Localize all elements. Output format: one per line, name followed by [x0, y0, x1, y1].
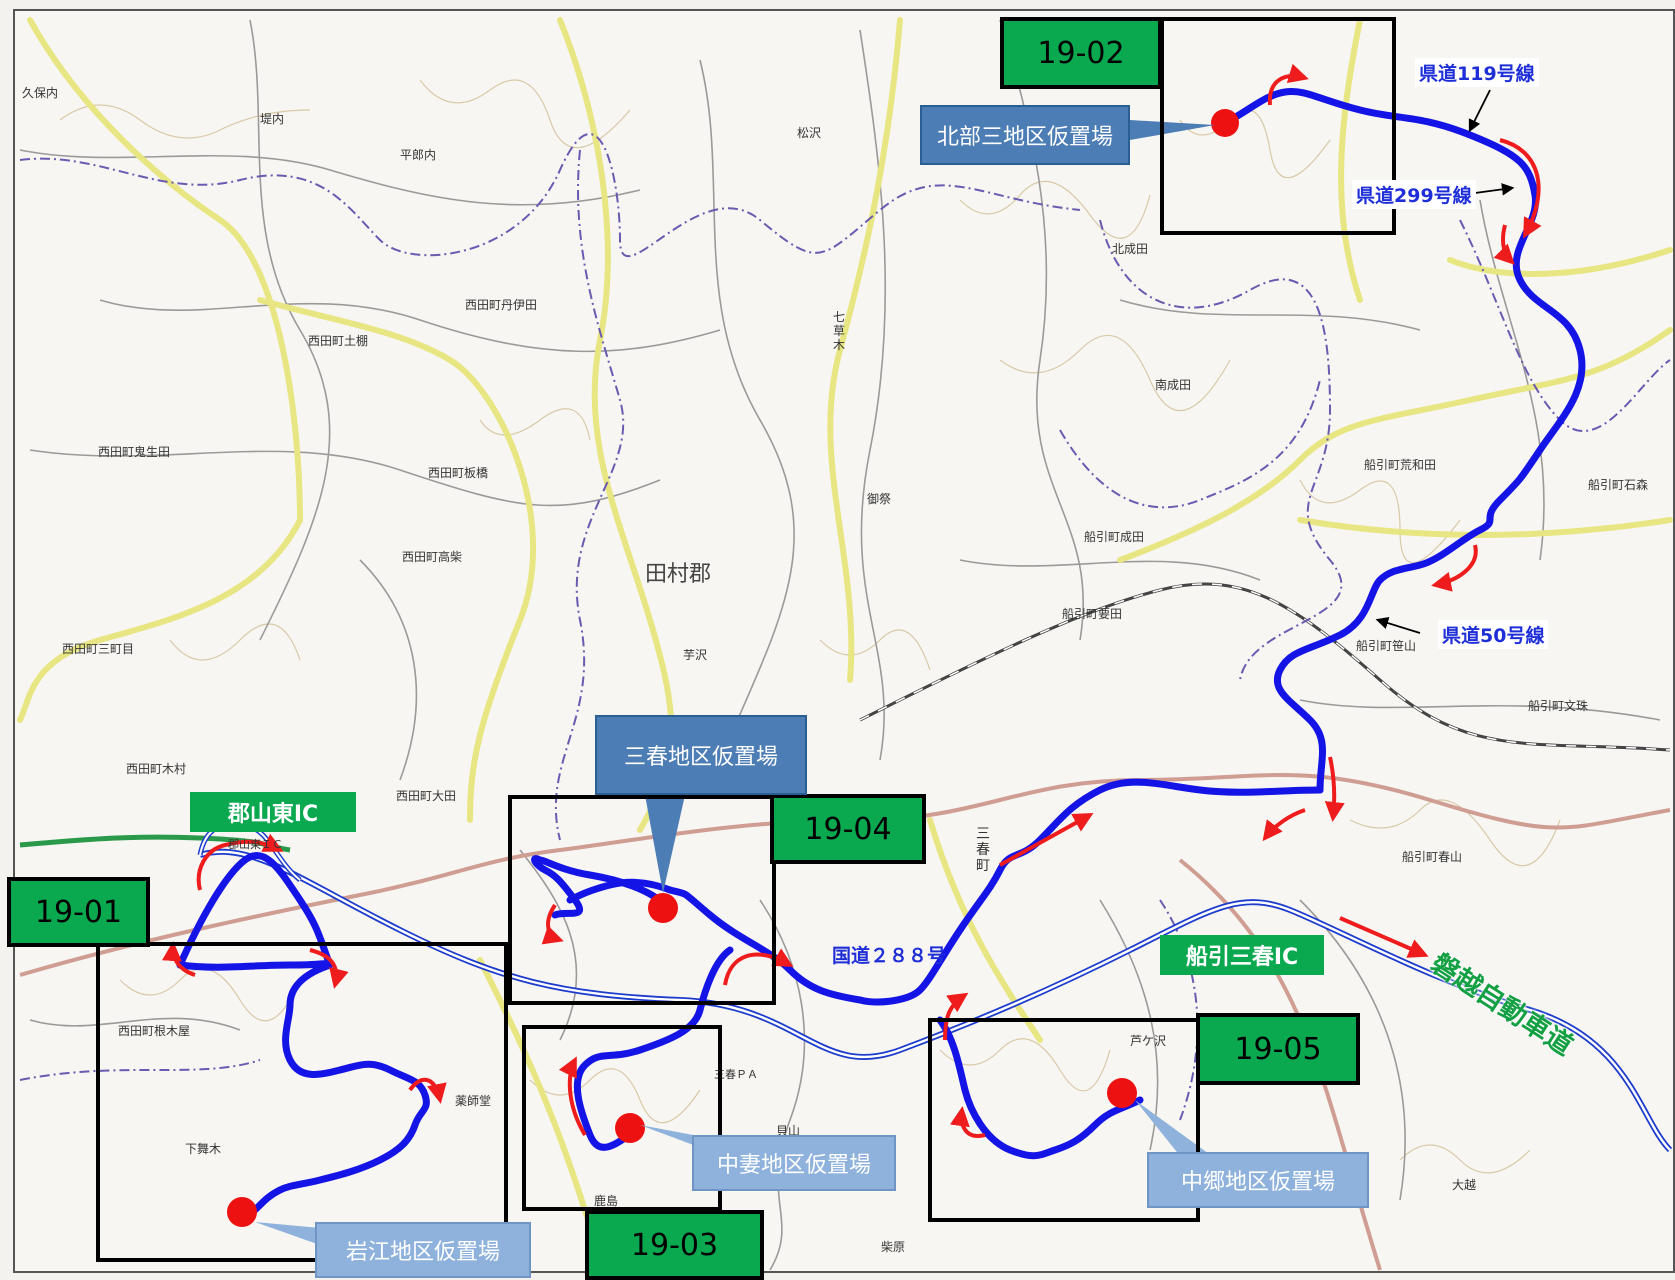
turn-arrow-north-start	[1267, 63, 1309, 106]
callout-pointers	[255, 120, 1220, 1245]
place-name: 西田町土棚	[308, 334, 369, 348]
callout-miharu-storage: 三春地区仮置場	[595, 715, 807, 795]
pointer-route-50	[1375, 616, 1421, 634]
turn-arrow-288-west	[723, 948, 794, 986]
place-name: 船引町笹山	[1356, 639, 1417, 653]
storage-dot-nakatsuma	[615, 1113, 645, 1143]
road-label-route-299: 県道299号線	[1352, 180, 1476, 209]
sheet-tag-19-04: 19-04	[770, 794, 926, 864]
turn-arrow-iwae-entry	[161, 941, 196, 977]
place-name: 船引町要田	[1062, 607, 1123, 621]
ic-badge-koriyama-higashi: 郡山東IC	[190, 792, 356, 832]
road-label-route-288: 国道２８８号	[832, 945, 947, 967]
road-label-route-119: 県道119号線	[1415, 58, 1539, 87]
place-name: 鹿島	[594, 1194, 619, 1208]
turn-arrow-iwae-loop	[309, 948, 349, 989]
road-label-route-50: 県道50号線	[1438, 620, 1549, 649]
prefectural-roads	[17, 17, 1673, 1263]
storage-dot-nakago	[1107, 1078, 1137, 1108]
place-name: 船引町文珠	[1528, 699, 1589, 713]
place-name: 下舞木	[185, 1142, 222, 1156]
turn-arrow-koriyama-ic	[196, 833, 284, 891]
place-name: 船引町荒和田	[1364, 458, 1437, 472]
place-name: 平郎内	[400, 148, 437, 162]
place-name: 芋沢	[683, 648, 708, 662]
turn-arrow-expressway-east	[1339, 916, 1429, 958]
place-name: 貝山	[776, 1124, 801, 1138]
turn-arrow-nakago-exit	[943, 992, 969, 1041]
pointer-miharu	[645, 795, 685, 893]
place-name: 久保内	[22, 86, 59, 100]
sheet-tag-19-03: 19-03	[585, 1210, 764, 1280]
local-roads	[19, 19, 1661, 1271]
place-name: 船引町春山	[1402, 850, 1463, 864]
place-name: 御祭	[867, 492, 892, 506]
turn-arrow-nakatsuma	[558, 1056, 587, 1137]
place-name: 芦ケ沢	[1130, 1034, 1167, 1048]
sheet-tag-19-01: 19-01	[7, 877, 150, 947]
sheet-tag-19-05: 19-05	[1196, 1013, 1360, 1085]
place-name: 西田町鬼生田	[98, 445, 171, 459]
sheet-box-19-01	[96, 942, 508, 1262]
place-name: 七草木	[833, 310, 846, 352]
place-name: 船引町成田	[1084, 530, 1145, 544]
turn-arrow-miharu-town	[999, 813, 1094, 867]
sheet-box-19-05	[928, 1018, 1200, 1222]
place-name: 西田町大田	[396, 789, 457, 803]
pointer-hokubu	[1130, 120, 1215, 140]
place-name: 西田町根木屋	[118, 1024, 191, 1038]
place-name: 西田町高柴	[402, 550, 463, 564]
place-name: 西田町木村	[126, 762, 187, 776]
sheet-box-19-03	[522, 1025, 722, 1211]
ic-badge-funehiki-miharu: 船引三春IC	[1160, 935, 1324, 975]
place-name: 大越	[1452, 1178, 1477, 1192]
turn-arrow-nakago-site	[949, 1106, 986, 1138]
place-name: 船引町石森	[1588, 478, 1649, 492]
sheet-box-19-04	[508, 795, 776, 1005]
pointer-route-119	[1468, 89, 1491, 133]
place-name: 西田町丹伊田	[465, 298, 538, 312]
label-pointers	[1375, 89, 1515, 634]
sheet-box-19-02	[1160, 17, 1396, 235]
storage-dot-hokubu	[1211, 109, 1239, 137]
place-name: 西田町板橋	[428, 466, 489, 480]
turn-arrow-miharu-loop	[541, 903, 564, 945]
storage-dots	[227, 109, 1239, 1227]
turn-arrow-288-junction-b	[1262, 808, 1306, 842]
place-name: 北成田	[1112, 242, 1149, 256]
turn-arrow-299-a	[1499, 138, 1542, 239]
callout-nakatsuma-storage: 中妻地区仮置場	[692, 1135, 896, 1191]
turn-arrow-iwae-east	[408, 1077, 447, 1104]
place-name: 西田町三町目	[62, 642, 135, 656]
place-name: 堤内	[260, 112, 285, 126]
callout-iwae-storage: 岩江地区仮置場	[315, 1222, 531, 1278]
place-name: 三春町	[976, 826, 990, 874]
turn-arrow-299-b	[1493, 224, 1515, 265]
railway	[859, 582, 1671, 752]
turn-arrows	[161, 63, 1542, 1138]
callout-hokubu-storage: 北部三地区仮置場	[920, 105, 1130, 165]
place-name: 柴原	[881, 1240, 906, 1254]
sheet-tag-19-02: 19-02	[1000, 17, 1162, 89]
place-name: 郡山東ＩＣ	[228, 838, 283, 851]
turn-arrow-288-junction-a	[1324, 756, 1345, 822]
pointer-route-299	[1474, 183, 1515, 196]
place-name: 薬師堂	[455, 1094, 492, 1108]
callout-nakago-storage: 中郷地区仮置場	[1147, 1152, 1369, 1208]
place-name: 三春ＰＡ	[714, 1068, 758, 1081]
storage-dot-iwae	[227, 1197, 257, 1227]
district-name: 田村郡	[645, 562, 712, 587]
pointer-iwae	[255, 1222, 320, 1245]
storage-dot-miharu	[648, 893, 678, 923]
place-name: 松沢	[797, 126, 822, 140]
place-name: 南成田	[1155, 378, 1192, 392]
turn-arrow-route50	[1431, 544, 1478, 592]
